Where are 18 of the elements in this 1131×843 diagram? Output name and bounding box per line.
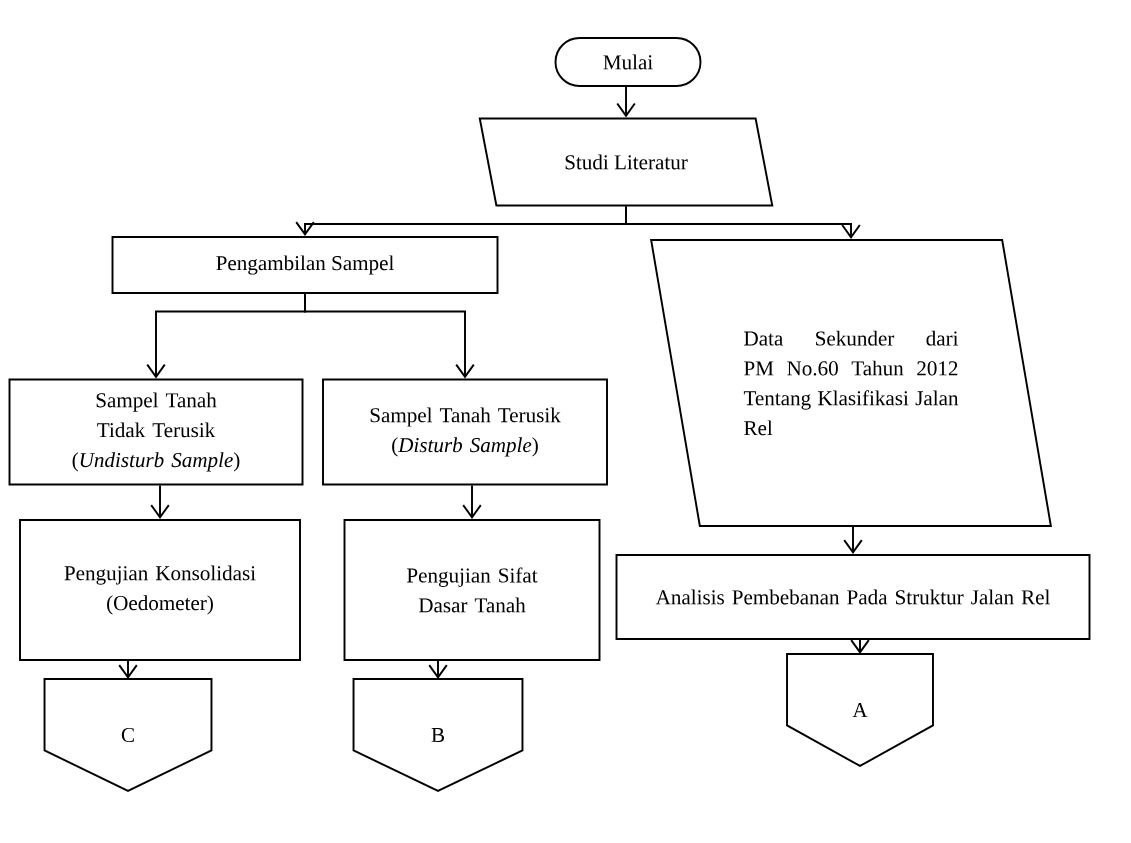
arrow: [462, 484, 482, 520]
input-parallelogram: Data Sekunder dari PM No.60 Tahun 2012 Tentang Klasifikasi Jalan Rel: [650, 239, 1052, 527]
offpage-connector: B: [352, 678, 524, 793]
arrow: [304, 293, 475, 379]
arrow: [150, 484, 170, 520]
process-box: Sampel Tanah Tidak Terusik (Undisturb Sample): [8, 378, 304, 486]
arrow: [843, 526, 863, 554]
input-parallelogram: Studi Literatur: [478, 117, 774, 207]
process-box: Pengujian Konsolidasi (Oedometer): [19, 519, 301, 661]
start-terminal: Mulai: [554, 37, 702, 87]
offpage-connector: A: [786, 653, 934, 768]
offpage-connector: C: [43, 678, 213, 793]
process-box: Analisis Pembebanan Pada Struktur Jalan Rel: [615, 554, 1091, 640]
arrow: [625, 205, 861, 239]
process-box: Pengujian Sifat Dasar Tanah: [343, 519, 601, 661]
process-box: Pengambilan Sampel: [111, 236, 499, 294]
process-box: Sampel Tanah Terusik (Disturb Sample): [322, 378, 608, 486]
arrow: [616, 86, 636, 118]
